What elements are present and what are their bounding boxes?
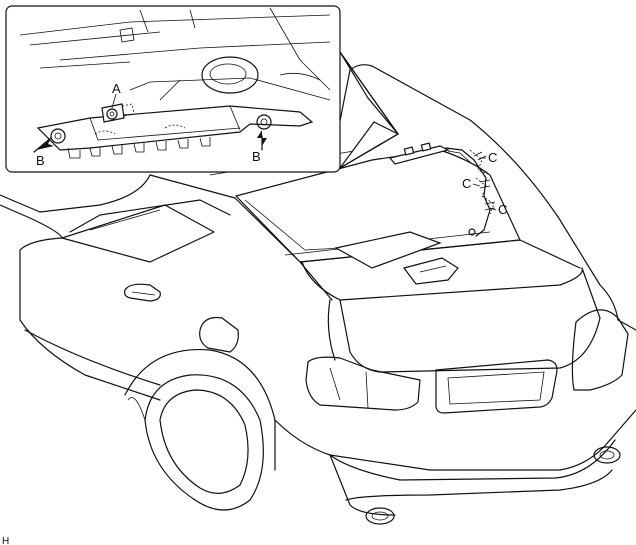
detail-inset bbox=[5, 5, 341, 173]
car-body bbox=[0, 64, 636, 525]
wire-harness bbox=[445, 147, 496, 237]
high-mount-stop-lamp bbox=[388, 142, 450, 165]
figure-code: H bbox=[2, 536, 9, 545]
label-a: A bbox=[112, 81, 121, 96]
label-c-low: C bbox=[498, 202, 507, 217]
label-b-right: B bbox=[252, 149, 261, 164]
callout-labels: A B B C C C H bbox=[2, 81, 507, 545]
label-b-left: B bbox=[36, 153, 45, 168]
label-c-top: C bbox=[488, 150, 497, 165]
label-c-mid: C bbox=[462, 176, 471, 191]
detail-pointer bbox=[339, 51, 400, 169]
